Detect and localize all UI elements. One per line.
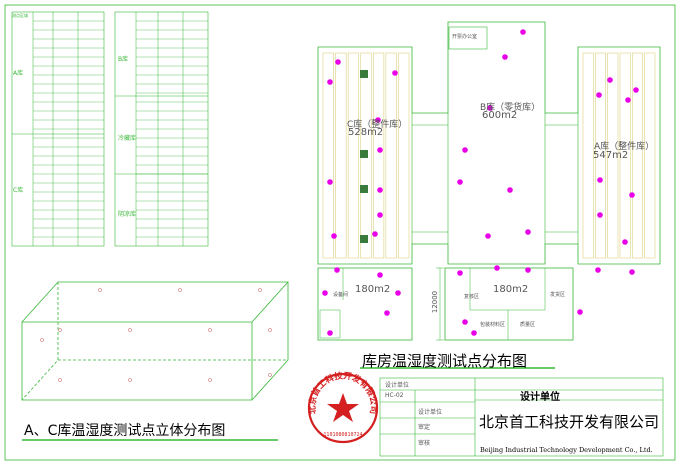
company-seal: 北京首工科技开发有限公司 1101080810724	[307, 370, 378, 444]
room-a-area: 547m2	[593, 150, 629, 161]
table-left-group-c: C库	[13, 187, 24, 194]
tb-header: 设计单位	[385, 382, 410, 389]
iso-measurement-point	[128, 378, 132, 382]
iso-measurement-point	[258, 288, 262, 292]
company-name-en: Beijing Industrial Technology Developmen…	[480, 446, 653, 454]
equipment-room-label: 设备间	[333, 292, 349, 298]
iso-measurement-point	[98, 288, 102, 292]
tb-design-unit: 设计单位	[520, 392, 560, 403]
measurement-point	[327, 330, 333, 336]
measurement-point	[322, 290, 328, 296]
measurement-point	[622, 239, 628, 245]
iso-measurement-point	[128, 328, 132, 332]
measurement-point	[597, 177, 603, 183]
iso-measurement-point	[268, 373, 272, 377]
table-right-group-cold: 冷藏库	[118, 135, 137, 142]
measurement-point	[625, 97, 631, 103]
tb-row3: 审核	[418, 440, 431, 447]
measurement-point	[629, 269, 635, 275]
measurement-point	[327, 179, 333, 185]
iso-measurement-point	[178, 288, 182, 292]
cold-room	[317, 267, 413, 341]
measurement-point	[597, 212, 603, 218]
seal-code: 1101080810724	[323, 432, 362, 438]
title-block	[379, 377, 664, 457]
iso-measurement-point	[40, 338, 44, 342]
table-right-group-cool: 阴凉库	[118, 211, 137, 218]
iso-measurement-point	[208, 328, 212, 332]
room-b-area: 600m2	[482, 110, 518, 121]
measurement-point	[395, 290, 401, 296]
measurement-point	[377, 272, 383, 278]
iso-measurement-point	[58, 378, 62, 382]
table-left-h1: 测点区域	[12, 13, 28, 18]
table-left-group-a: A库	[13, 70, 24, 77]
measurement-point	[607, 77, 613, 83]
iso-title: A、C库温湿度测试点立体分布图	[24, 423, 226, 439]
measurement-point	[485, 233, 491, 239]
iso-measurement-point	[268, 328, 272, 332]
cool-room	[444, 267, 574, 341]
measurement-point	[633, 87, 639, 93]
measurement-tables	[11, 11, 209, 247]
measurement-point	[331, 233, 337, 239]
tb-row2: 审定	[418, 424, 431, 431]
measurement-point	[334, 267, 340, 273]
packaging-area-label: 包装材料区	[480, 322, 506, 328]
iso-measurement-point	[58, 328, 62, 332]
measurement-point	[494, 265, 500, 271]
floor-plan	[317, 21, 661, 341]
warehouse-outline	[317, 21, 661, 265]
iso-measurement-point	[208, 378, 212, 382]
dimension-label: 12000	[431, 290, 440, 314]
measurement-point	[384, 310, 390, 316]
measurement-point	[471, 330, 477, 336]
office-room	[448, 26, 488, 50]
tb-row1: 设计单位	[418, 409, 443, 416]
measurement-point	[520, 29, 526, 35]
measurement-point	[375, 117, 381, 123]
measurement-point	[392, 70, 398, 76]
shipping-area-label: 发货区	[550, 292, 566, 298]
measurement-point	[462, 147, 468, 153]
measurement-point	[377, 212, 383, 218]
measurement-point	[596, 92, 602, 98]
room-b-name: B库（零货库）	[480, 103, 541, 113]
isometric-box	[21, 281, 289, 401]
measurement-point	[372, 231, 378, 237]
tb-project: HC-02	[385, 392, 404, 399]
company-name: 北京首工科技开发有限公司	[479, 413, 660, 431]
drawing-frame	[4, 4, 676, 461]
measurement-point	[507, 187, 513, 193]
room-e-area: 180m2	[493, 284, 529, 295]
measurement-point	[457, 179, 463, 185]
room-c-name: C库（整件库）	[347, 120, 408, 130]
measurement-point	[487, 105, 493, 111]
measurement-point	[457, 270, 463, 276]
measurement-point	[525, 229, 531, 235]
measurement-point	[335, 59, 341, 65]
measurement-point	[327, 79, 333, 85]
measurement-point	[629, 192, 635, 198]
measurement-point	[377, 187, 383, 193]
office-label: 开票办公室	[452, 34, 478, 40]
check-area-label: 复核区	[464, 294, 480, 300]
table-right-group-b: B库	[118, 56, 129, 63]
measurement-point	[462, 319, 468, 325]
measurement-point	[502, 54, 508, 60]
measurement-point	[577, 309, 583, 315]
measurement-point	[595, 267, 601, 273]
room-d-area: 180m2	[355, 284, 391, 295]
quality-area-label: 质量区	[520, 322, 536, 328]
room-a-name: A库（整件库）	[594, 142, 655, 152]
measurement-point	[377, 147, 383, 153]
plan-title: 库房温湿度测试点分布图	[362, 352, 528, 370]
measurement-point	[525, 267, 531, 273]
room-c-area: 528m2	[348, 127, 384, 138]
